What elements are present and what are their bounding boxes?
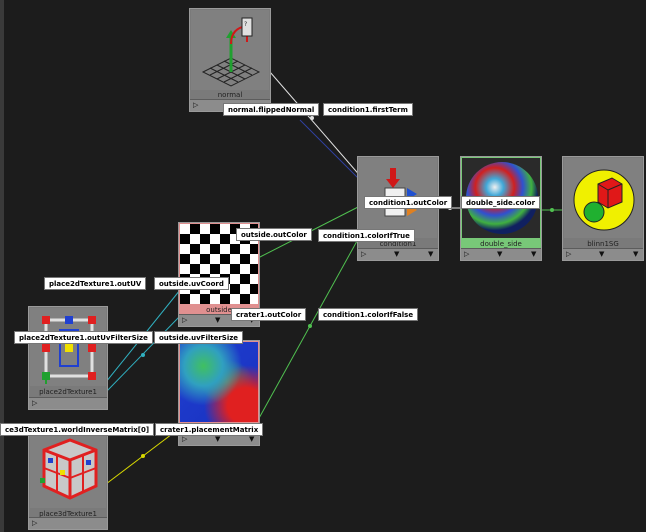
node-name-label: blinn1SG: [587, 240, 619, 248]
expand-icon[interactable]: ▼: [394, 250, 400, 258]
node-controls: ▷: [29, 517, 107, 529]
connection-label: outside.uvCoord: [154, 277, 229, 290]
expand-icon[interactable]: ▼: [215, 435, 221, 443]
play-icon[interactable]: ▷: [464, 250, 470, 258]
wire-knob: [550, 208, 554, 212]
wire-knob: [141, 454, 145, 458]
expand-icon[interactable]: ▼: [497, 250, 503, 258]
node-controls: ▷: [29, 397, 107, 409]
place2d-icon: [42, 316, 96, 384]
play-icon[interactable]: ▷: [182, 316, 188, 324]
node-place2dtexture1[interactable]: place2dTexture1 ▷: [28, 306, 108, 410]
panel-border: [0, 0, 4, 532]
svg-text:?: ?: [244, 21, 247, 28]
node-controls: ▷ ▼ ▼: [461, 248, 541, 260]
connection-label: condition1.outColor: [364, 196, 453, 209]
connection-label: double_side.color: [461, 196, 541, 209]
play-icon[interactable]: ▷: [566, 250, 572, 258]
play-icon[interactable]: ▷: [361, 250, 367, 258]
node-name-label: place2dTexture1: [39, 388, 97, 396]
node-controls: ▷ ▼ ▼: [358, 248, 438, 260]
connection-label: ce3dTexture1.worldInverseMatrix[0]: [0, 423, 155, 436]
connection-label: crater1.outColor: [231, 308, 307, 321]
connection-label: crater1.placementMatrix: [155, 423, 264, 436]
node-name-label: place3dTexture1: [39, 510, 97, 518]
node-normal[interactable]: ? normal ▷: [189, 8, 271, 112]
node-blinn1sg[interactable]: blinn1SG ▷ ▼ ▼: [562, 156, 644, 261]
node-name-label: condition1: [379, 240, 417, 248]
connection-label: normal.flippedNormal: [223, 103, 320, 116]
node-thumbnail: [30, 308, 106, 386]
shading-group-icon: [573, 169, 635, 231]
expand-icon[interactable]: ▼: [215, 316, 221, 324]
place3d-icon: [40, 438, 98, 500]
expand-icon[interactable]: ▼: [531, 250, 537, 258]
node-thumbnail: [564, 158, 642, 238]
connection-label: place2dTexture1.outUvFilterSize: [14, 331, 153, 344]
node-name-label: double_side: [480, 240, 522, 248]
connection-label: condition1.firstTerm: [323, 103, 413, 116]
node-place3dtexture1[interactable]: place3dTexture1 ▷: [28, 428, 108, 530]
expand-icon[interactable]: ▼: [428, 250, 434, 258]
play-icon[interactable]: ▷: [182, 435, 188, 443]
connection-label: condition1.colorIfTrue: [318, 229, 415, 242]
wire-normal-condition-blue[interactable]: [299, 119, 363, 183]
node-thumbnail: ?: [191, 10, 269, 90]
node-controls: ▷ ▼ ▼: [563, 248, 643, 260]
wire-knob: [308, 324, 312, 328]
node-name-label: normal: [217, 91, 243, 99]
expand-icon[interactable]: ▼: [599, 250, 605, 258]
wire-normal-condition[interactable]: [269, 71, 363, 179]
play-icon[interactable]: ▷: [32, 519, 38, 527]
play-icon[interactable]: ▷: [32, 399, 38, 407]
wire-knob: [310, 116, 314, 120]
node-thumbnail: [180, 342, 258, 422]
connection-label: condition1.colorIfFalse: [318, 308, 419, 321]
connection-label: outside.uvFilterSize: [154, 331, 244, 344]
play-icon[interactable]: ▷: [193, 101, 199, 109]
expand-icon[interactable]: ▼: [249, 435, 255, 443]
node-name-label: outside: [206, 306, 232, 314]
normal-node-icon: ?: [201, 17, 261, 87]
node-thumbnail: [30, 430, 106, 508]
connection-label: place2dTexture1.outUV: [44, 277, 147, 290]
expand-icon[interactable]: ▼: [633, 250, 639, 258]
connection-label: outside.outColor: [236, 228, 312, 241]
wire-knob: [141, 353, 145, 357]
